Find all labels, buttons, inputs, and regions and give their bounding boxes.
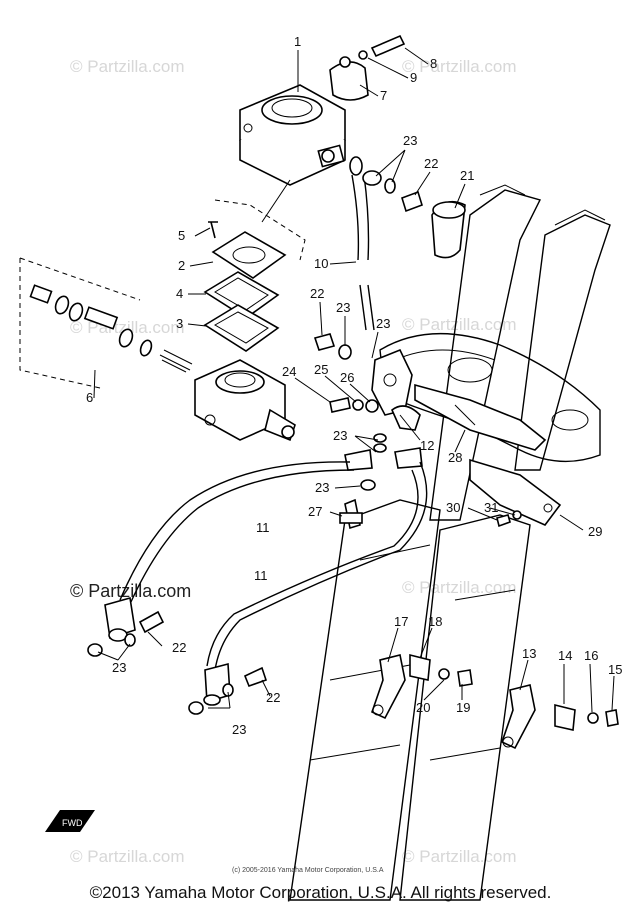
- callout-1: 1: [294, 34, 301, 49]
- callout-5: 5: [178, 228, 185, 243]
- cap-diaphragm-stack: [203, 221, 287, 352]
- callout-6: 6: [86, 390, 93, 405]
- callout-23-joint: 23: [315, 480, 329, 495]
- forward-arrow-icon: FWD: [45, 810, 95, 832]
- watermark-top-left: © Partzilla.com: [70, 57, 185, 76]
- callout-3: 3: [176, 316, 183, 331]
- callout-24: 24: [282, 364, 296, 379]
- callout-27: 27: [308, 504, 322, 519]
- callout-23-top: 23: [403, 133, 417, 148]
- callout-23-lower-right: 23: [232, 722, 246, 737]
- callout-16: 16: [584, 648, 598, 663]
- bolt-22-top: [401, 190, 423, 213]
- watermark-lower-left: © Partzilla.com: [70, 581, 191, 601]
- master-cylinder-lower: [194, 359, 296, 442]
- callout-11-left: 11: [256, 520, 270, 535]
- callout-28: 28: [448, 450, 462, 465]
- watermark-bottom-left: © Partzilla.com: [70, 847, 185, 866]
- callout-8: 8: [430, 56, 437, 71]
- watermark-mid-right: © Partzilla.com: [402, 315, 517, 334]
- brake-pipe-upper: [359, 284, 367, 331]
- brake-hose-11-right: [214, 461, 428, 671]
- callout-21: 21: [460, 168, 474, 183]
- group-bracket-upper: [214, 199, 306, 261]
- callout-7: 7: [380, 88, 387, 103]
- callout-23-mid-right: 23: [376, 316, 390, 331]
- callout-30: 30: [446, 500, 460, 515]
- clamp-part: [329, 34, 406, 101]
- brake-joint: [313, 333, 421, 431]
- brake-hose-10: [351, 174, 360, 261]
- banjo-fitting-top: [349, 156, 396, 194]
- leader-1-down: [261, 179, 291, 223]
- callout-2-upper: 2: [178, 258, 185, 273]
- callout-20: 20: [416, 700, 430, 715]
- footer-copyright: ©2013 Yamaha Motor Corporation, U.S.A. A…: [89, 883, 552, 902]
- callout-22-top: 22: [424, 156, 438, 171]
- group-bracket-piston: [19, 257, 141, 389]
- front-fork-assembly: [289, 184, 611, 901]
- bracket-29: [469, 458, 562, 528]
- callout-10: 10: [314, 256, 328, 271]
- three-way-joint: [339, 433, 423, 530]
- bracket-28: [414, 383, 547, 451]
- callout-19: 19: [456, 700, 470, 715]
- callout-23-center: 23: [333, 428, 347, 443]
- hose-holder-left: [371, 653, 473, 720]
- fwd-label: FWD: [62, 818, 83, 828]
- callout-13: 13: [522, 646, 536, 661]
- callout-14: 14: [558, 648, 572, 663]
- callout-12: 12: [420, 438, 434, 453]
- callout-4: 4: [176, 286, 183, 301]
- callout-17: 17: [394, 614, 408, 629]
- callout-25: 25: [314, 362, 328, 377]
- callout-18: 18: [428, 614, 442, 629]
- brake-hose-10-outer: [363, 174, 370, 261]
- callout-15: 15: [608, 662, 622, 677]
- rubber-cap: [431, 200, 466, 259]
- inner-copyright: (c) 2005-2016 Yamaha Motor Corporation, …: [232, 867, 384, 874]
- callout-23-mid: 23: [336, 300, 350, 315]
- callout-11-right: 11: [254, 568, 268, 583]
- callout-26: 26: [340, 370, 354, 385]
- banjo-fitting-lower-right: [188, 662, 268, 715]
- callout-22-lower-left: 22: [172, 640, 186, 655]
- leader-lines: [93, 47, 615, 713]
- watermark-lower-right: © Partzilla.com: [402, 578, 517, 597]
- callout-22-lower-right: 22: [266, 690, 280, 705]
- banjo-fitting-lower-left: [87, 596, 165, 657]
- master-cylinder-upper: [239, 84, 346, 186]
- callout-22-mid: 22: [310, 286, 324, 301]
- hose-holder-right: [501, 684, 619, 750]
- watermark-top-right: © Partzilla.com: [402, 57, 517, 76]
- callout-23-lower-left: 23: [112, 660, 126, 675]
- callout-31: 31: [484, 500, 498, 515]
- callout-9: 9: [410, 70, 417, 85]
- brake-hose-11-left: [119, 461, 351, 601]
- piston-kit: [29, 284, 193, 373]
- callout-29: 29: [588, 524, 602, 539]
- watermark-bottom-right: © Partzilla.com: [402, 847, 517, 866]
